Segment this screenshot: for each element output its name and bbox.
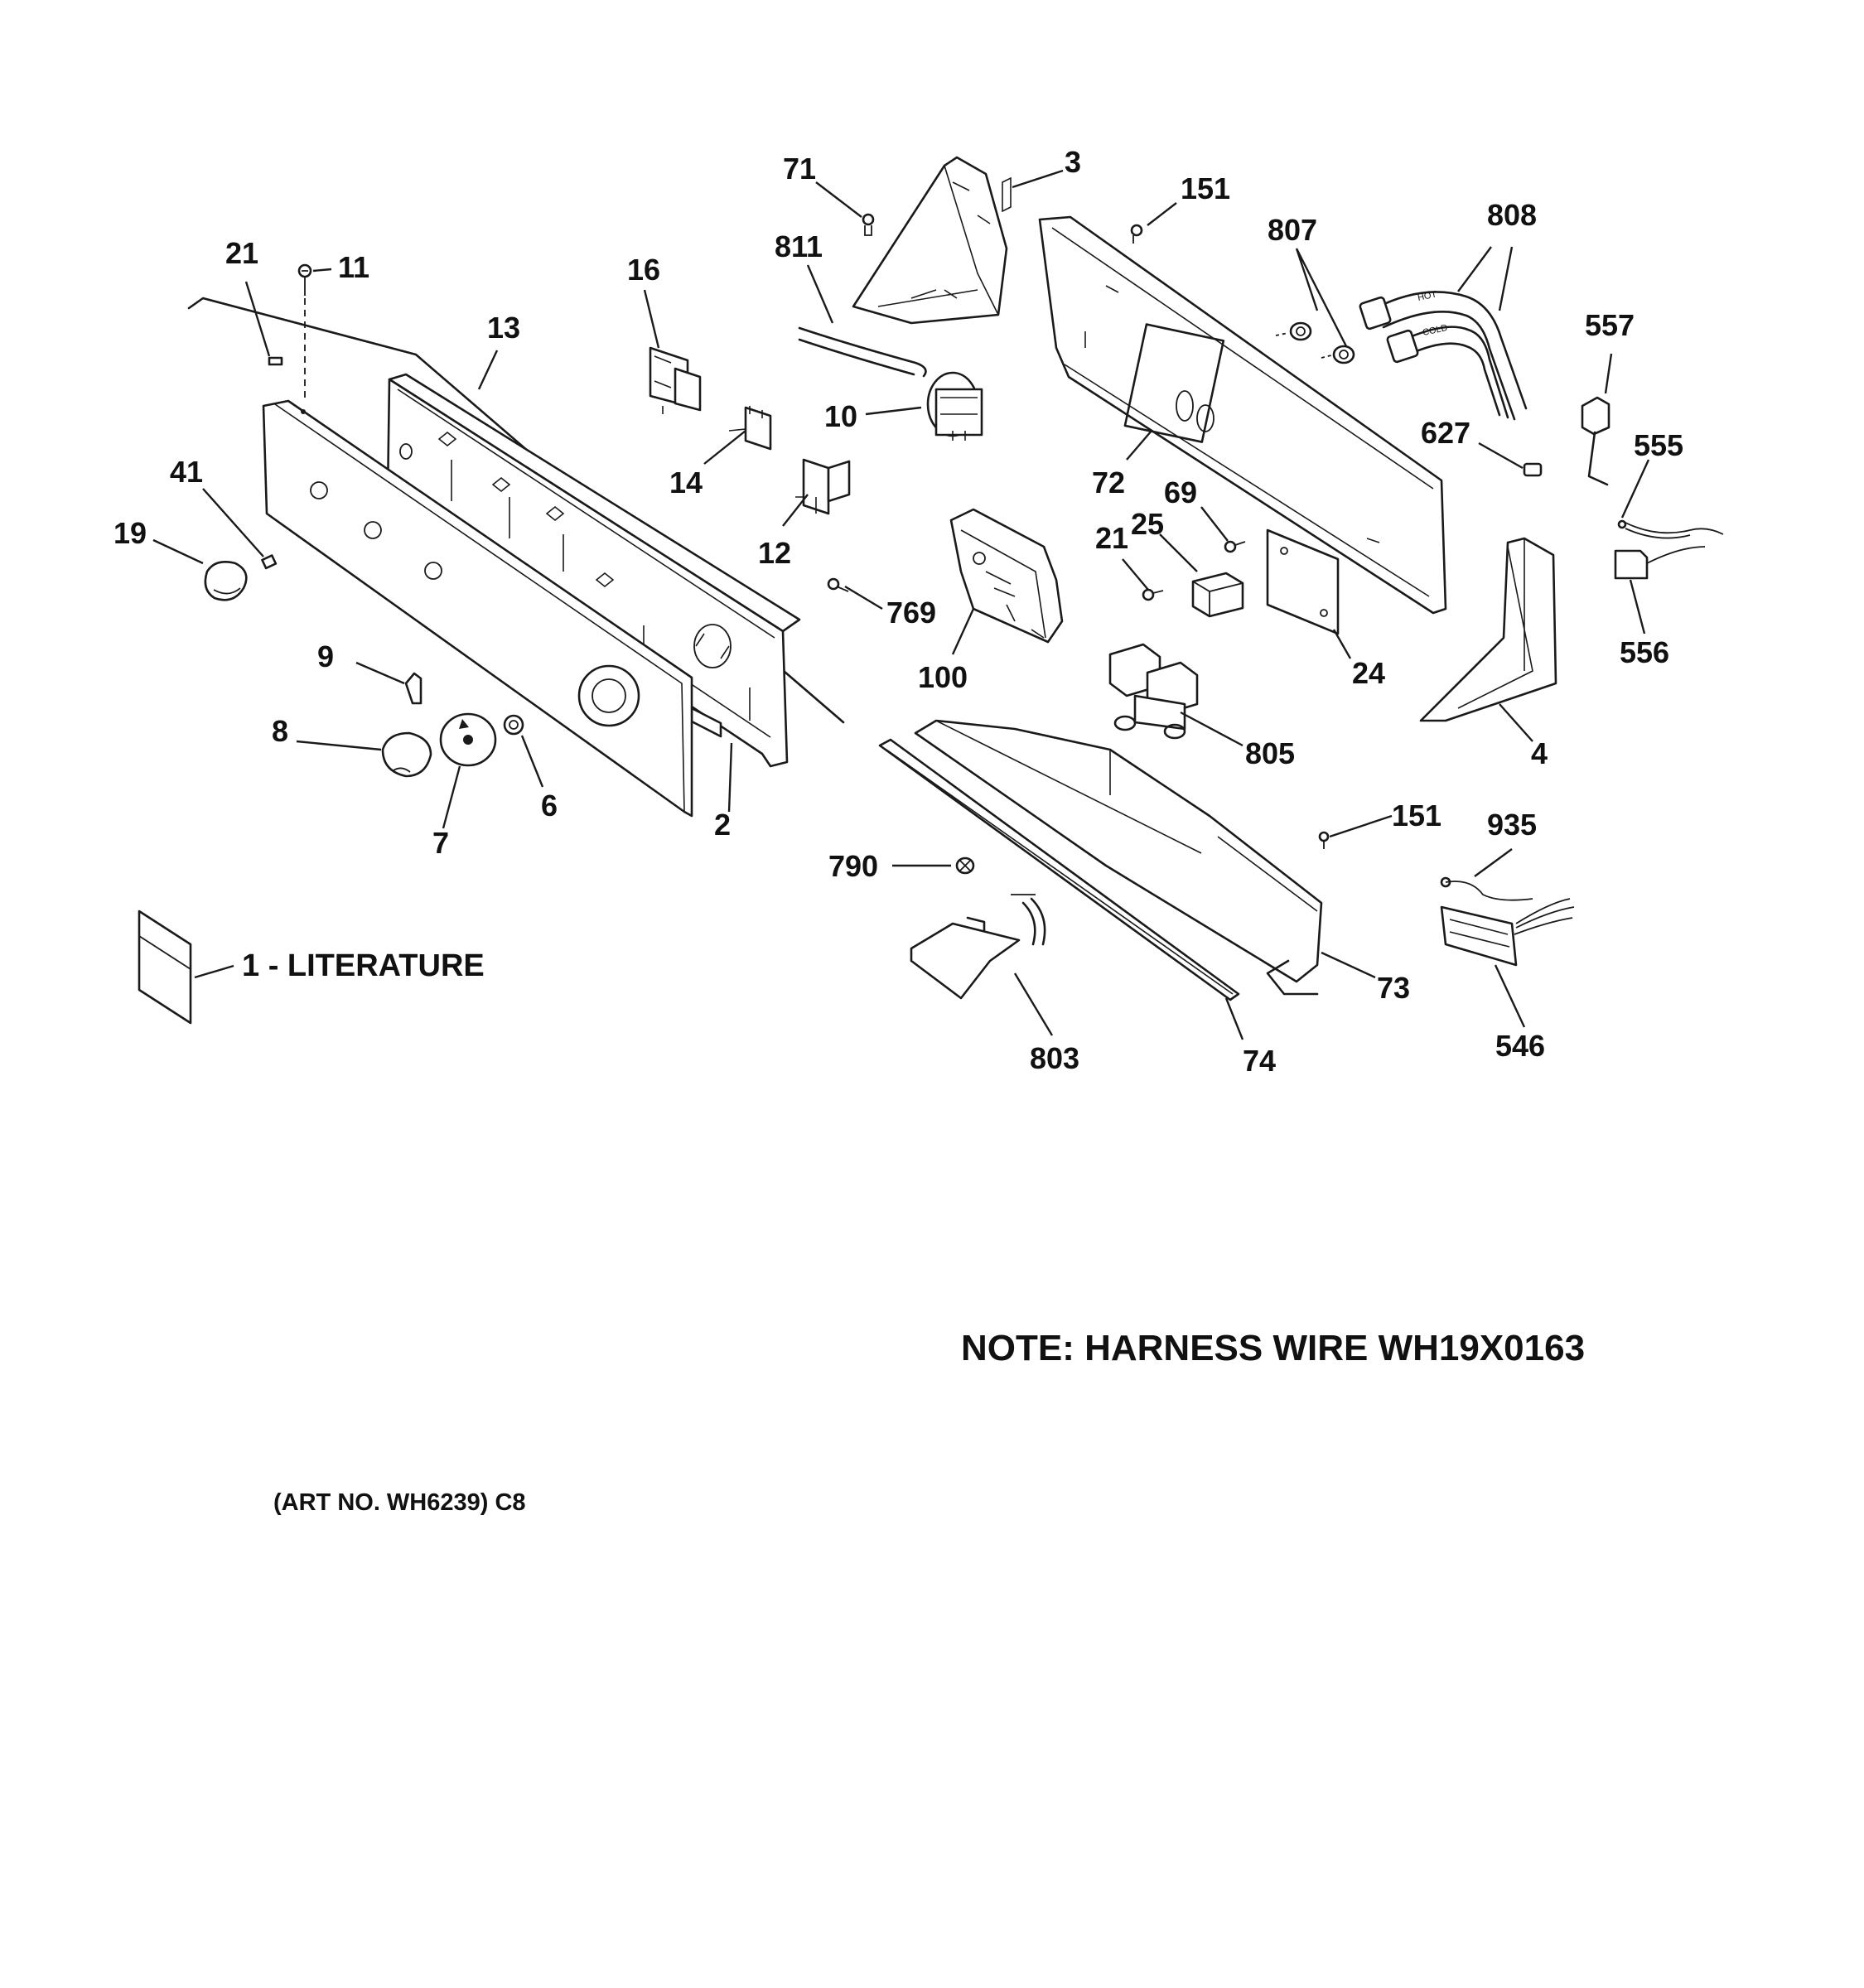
callout-805: 805 — [1245, 736, 1295, 770]
part-24-mounting-plate — [1266, 528, 1340, 635]
callout-2: 2 — [714, 808, 731, 842]
callout-24: 24 — [1352, 656, 1385, 690]
callout-100: 100 — [918, 660, 968, 694]
harness-note: NOTE: HARNESS WIRE WH19X0163 — [961, 1328, 1585, 1368]
callout-25: 25 — [1131, 507, 1164, 541]
part-69-screw — [1224, 540, 1246, 553]
callout-19: 19 — [113, 516, 147, 550]
callout-7: 7 — [432, 826, 449, 860]
callout-16: 16 — [627, 253, 660, 287]
leader-lines — [152, 169, 1650, 1040]
part-16-switch — [649, 346, 702, 414]
part-73-lower-bracket — [914, 719, 1323, 996]
literature-caption: 1 - LITERATURE — [242, 948, 485, 983]
part-11-screw — [297, 263, 312, 398]
part-808-inlet-hoses: HOT COLD — [1359, 289, 1528, 421]
part-2-console-front — [262, 399, 693, 818]
part-3-end-cap-left — [852, 156, 1012, 325]
part-8-knob — [381, 731, 432, 778]
callout-13: 13 — [487, 311, 520, 345]
part-25-relay — [1191, 572, 1244, 618]
hose-label-cold: COLD — [1422, 323, 1448, 338]
callout-935: 935 — [1487, 808, 1537, 842]
callout-14: 14 — [669, 466, 703, 499]
callout-12: 12 — [758, 536, 791, 570]
part-803-dispenser — [910, 894, 1046, 1000]
callout-21-right: 21 — [1095, 521, 1128, 555]
callout-151-lower: 151 — [1392, 799, 1441, 832]
callout-21-left: 21 — [225, 236, 258, 270]
callout-769: 769 — [886, 596, 936, 630]
part-100-timer — [949, 508, 1064, 644]
part-1-literature — [138, 910, 192, 1025]
callout-11: 11 — [338, 250, 369, 284]
hose-label-hot: HOT — [1417, 289, 1437, 303]
part-769-screw — [827, 577, 849, 592]
callout-74: 74 — [1243, 1044, 1276, 1078]
part-21-screw-left — [268, 356, 283, 366]
callout-8: 8 — [272, 714, 288, 748]
art-number: (ART NO. WH6239) C8 — [273, 1489, 526, 1516]
callout-557: 557 — [1585, 308, 1635, 342]
part-14-switch — [728, 406, 772, 451]
part-72-rear-panel — [1038, 215, 1447, 615]
part-6-nut — [503, 714, 524, 736]
part-805-water-valve — [1108, 643, 1199, 740]
callout-803: 803 — [1030, 1041, 1079, 1075]
callout-790: 790 — [828, 849, 878, 883]
part-74-trim-bar — [878, 738, 1240, 1001]
callout-69: 69 — [1164, 475, 1197, 509]
part-9-clip — [404, 672, 423, 705]
part-790-clamp — [955, 856, 975, 875]
part-556-plug — [1614, 546, 1706, 580]
part-12-switch — [795, 458, 851, 515]
part-557-power-cord — [1581, 396, 1610, 486]
part-10-pressure-switch — [926, 371, 983, 441]
callout-555: 555 — [1634, 428, 1683, 462]
part-4-end-cap-right — [1419, 537, 1557, 722]
callout-numbers: 71 3 151 807 808 21 11 16 811 13 557 10 … — [113, 145, 1683, 1078]
part-151-screw-lower — [1318, 831, 1330, 849]
callout-71: 71 — [783, 152, 816, 186]
part-19-knob — [204, 561, 248, 601]
part-71-screw — [862, 213, 875, 236]
callout-41: 41 — [170, 455, 203, 489]
part-21-screw-right — [1142, 588, 1164, 601]
callout-6: 6 — [541, 789, 558, 823]
callout-556: 556 — [1620, 635, 1669, 669]
part-811-hose — [798, 326, 927, 378]
part-151-screw-top — [1130, 224, 1143, 244]
callout-811: 811 — [775, 229, 823, 263]
part-555-wire — [1617, 519, 1724, 539]
callout-9: 9 — [317, 639, 334, 673]
callout-3: 3 — [1065, 145, 1081, 179]
callout-627: 627 — [1421, 416, 1470, 450]
callout-72: 72 — [1092, 466, 1125, 499]
part-41-set-screw — [261, 554, 278, 570]
callout-10: 10 — [824, 399, 857, 433]
part-627-grommet — [1523, 462, 1543, 477]
callout-151-top: 151 — [1181, 171, 1230, 205]
part-13-rear-bracket — [386, 373, 801, 768]
callout-4: 4 — [1531, 736, 1548, 770]
part-807-washers — [1275, 321, 1355, 364]
part-7-dial-skirt — [439, 712, 497, 767]
part-546-harness-connector — [1440, 898, 1575, 967]
callout-807: 807 — [1268, 213, 1317, 247]
callout-546: 546 — [1495, 1029, 1545, 1063]
callout-808: 808 — [1487, 198, 1537, 232]
callout-73: 73 — [1377, 971, 1410, 1005]
part-935-wire — [1440, 876, 1533, 901]
